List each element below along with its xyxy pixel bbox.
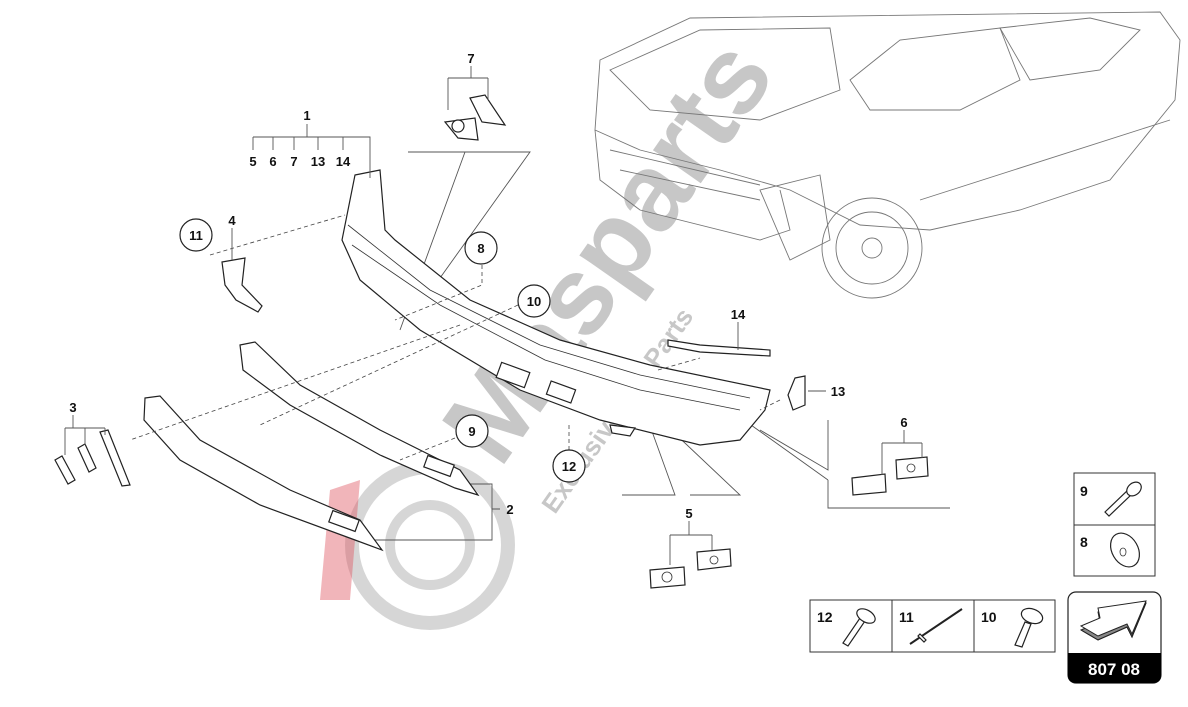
callout-1[interactable]: 1 (303, 108, 310, 123)
callout-1-sub-6[interactable]: 6 (269, 154, 276, 169)
part-6-brackets (851, 456, 929, 496)
diffuser-lower-trim (143, 395, 384, 552)
callout-5[interactable]: 5 (685, 506, 692, 521)
callout-11[interactable]: 11 (189, 228, 203, 243)
callout-1-sub-13[interactable]: 13 (311, 154, 325, 169)
callout-1-sub-7[interactable]: 7 (290, 154, 297, 169)
legend-9-number: 9 (1080, 483, 1088, 499)
page-code: 807 08 (1088, 660, 1140, 679)
callout-14[interactable]: 14 (731, 307, 746, 322)
callouts: 1 5 6 7 13 14 7 4 3 2 14 13 6 5 11 8 10 … (69, 51, 907, 521)
car-rear-illustration (594, 11, 1181, 299)
callout-8[interactable]: 8 (477, 241, 484, 256)
legend-10-number: 10 (981, 609, 997, 625)
callout-7[interactable]: 7 (467, 51, 474, 66)
callout-10[interactable]: 10 (527, 294, 541, 309)
rear-bumper-cover (341, 169, 771, 446)
callout-13[interactable]: 13 (831, 384, 845, 399)
part-2-diffuser-trim (239, 341, 480, 497)
hardware-legend: 9 8 12 11 10 (809, 472, 1156, 653)
part-5-brackets (649, 548, 732, 589)
watermark: Masparts Exclusive Car Parts (320, 18, 797, 630)
callout-3[interactable]: 3 (69, 400, 76, 415)
flange-bolt-icon (842, 608, 876, 647)
callout-1-sub-14[interactable]: 14 (336, 154, 351, 169)
part-14-trim-strip (667, 339, 771, 357)
part-13-end-cap (787, 375, 806, 411)
arrow-next-icon (1079, 600, 1147, 641)
screw-icon (1104, 481, 1142, 517)
callout-1-sub-5[interactable]: 5 (249, 154, 256, 169)
legend-12-number: 12 (817, 609, 833, 625)
next-page-badge[interactable]: 807 08 (1067, 591, 1162, 684)
rivet-icon (909, 608, 963, 645)
part-3-reflectors (54, 429, 131, 487)
callout-2[interactable]: 2 (506, 502, 513, 517)
legend-11-number: 11 (899, 609, 914, 625)
callout-9[interactable]: 9 (468, 424, 475, 439)
callout-6[interactable]: 6 (900, 415, 907, 430)
torx-screw-icon (1014, 607, 1044, 648)
washer-nut-icon (1109, 532, 1141, 568)
part-4-bracket (221, 257, 263, 313)
part-7-sensor-holders (443, 94, 507, 141)
legend-8-number: 8 (1080, 534, 1088, 550)
callout-4[interactable]: 4 (228, 213, 236, 228)
callout-12[interactable]: 12 (562, 459, 576, 474)
